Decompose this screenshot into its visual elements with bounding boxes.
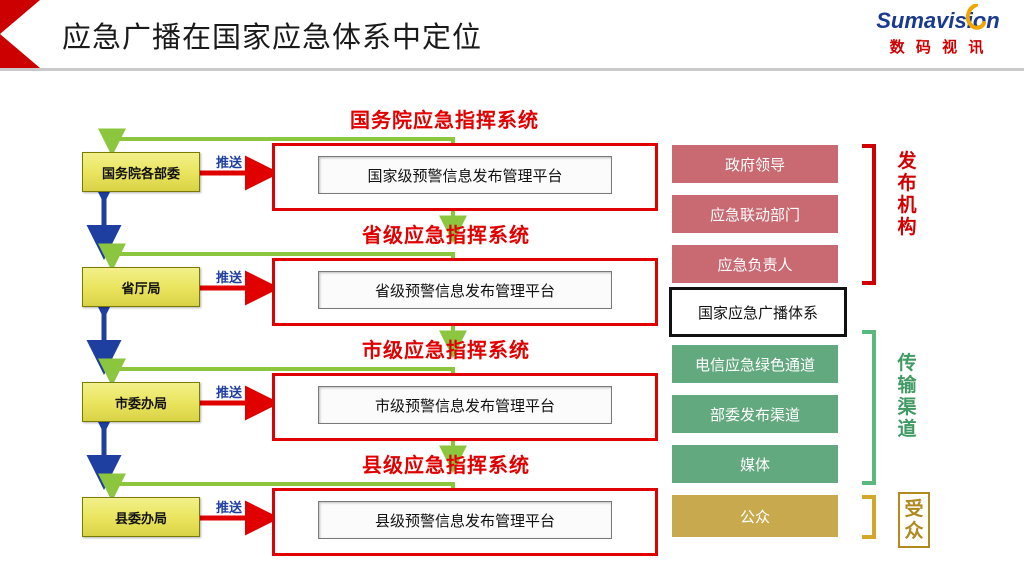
push-label-2: 推送 <box>216 271 243 286</box>
push-label-1: 推送 <box>216 156 243 171</box>
group-label-transmission: 传输渠道 <box>897 352 917 440</box>
push-label-3: 推送 <box>216 386 243 401</box>
platform-box-1: 国家级预警信息发布管理平台 <box>318 156 612 194</box>
right-item-5[interactable]: 电信应急绿色通道 <box>672 345 838 383</box>
logo-swoosh-icon <box>965 4 986 30</box>
gov-unit-3: 市委办局 <box>82 382 200 422</box>
right-item-8[interactable]: 公众 <box>672 495 838 537</box>
platform-box-2: 省级预警信息发布管理平台 <box>318 271 612 309</box>
right-item-2[interactable]: 应急联动部门 <box>672 195 838 233</box>
right-item-1[interactable]: 政府领导 <box>672 145 838 183</box>
logo-subtext: 数 码 视 讯 <box>889 38 987 56</box>
system-title-2: 省级应急指挥系统 <box>362 223 530 247</box>
right-item-3[interactable]: 应急负责人 <box>672 245 838 283</box>
gov-unit-1: 国务院各部委 <box>82 152 200 192</box>
gov-unit-4: 县委办局 <box>82 497 200 537</box>
gov-unit-2: 省厅局 <box>82 267 200 307</box>
header-triangle-decoration <box>0 0 40 68</box>
logo: Sumavision 数 码 视 讯 <box>874 4 1002 62</box>
system-title-3: 市级应急指挥系统 <box>362 338 530 362</box>
right-item-7[interactable]: 媒体 <box>672 445 838 483</box>
system-title-4: 县级应急指挥系统 <box>362 453 530 477</box>
system-title-1: 国务院应急指挥系统 <box>350 108 539 132</box>
right-item-6[interactable]: 部委发布渠道 <box>672 395 838 433</box>
group-label-audience: 受众 <box>898 492 930 548</box>
group-label-publishers: 发布机构 <box>897 150 917 238</box>
push-label-4: 推送 <box>216 501 243 516</box>
platform-box-4: 县级预警信息发布管理平台 <box>318 501 612 539</box>
platform-box-3: 市级预警信息发布管理平台 <box>318 386 612 424</box>
page-title: 应急广播在国家应急体系中定位 <box>62 20 483 54</box>
header-divider <box>0 68 1024 71</box>
right-item-4-highlight[interactable]: 国家应急广播体系 <box>669 287 847 337</box>
